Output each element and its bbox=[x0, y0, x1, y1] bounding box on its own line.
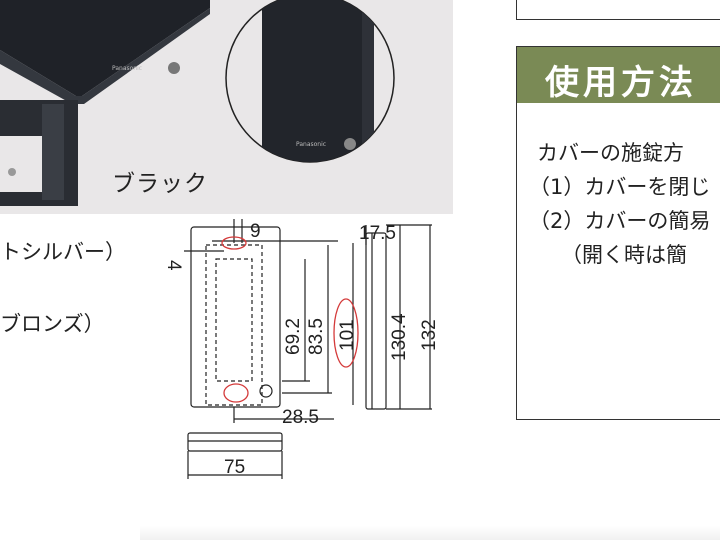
color-item-silver: トシルバー） bbox=[0, 240, 126, 264]
side-view-outline bbox=[365, 232, 387, 410]
bottom-view-outline bbox=[187, 432, 283, 452]
usage-line-4: （開く時は簡 bbox=[561, 243, 687, 267]
usage-header: 使用方法 bbox=[517, 47, 720, 103]
dimension-drawing: 9 17.5 4 69.2 83.5 101 130.4 132 28.5 75 bbox=[163, 219, 440, 479]
dim-top-offset: 4 bbox=[163, 260, 184, 271]
red-markings bbox=[221, 236, 359, 403]
brand-logo-text: Panasonic bbox=[112, 65, 142, 72]
front-view-box-dashed bbox=[215, 258, 253, 382]
usage-title: 使用方法 bbox=[545, 63, 697, 103]
dim-h-marked: 101 bbox=[337, 319, 358, 351]
usage-line-3: （2）カバーの簡易 bbox=[529, 209, 711, 233]
color-caption-black: ブラック bbox=[112, 171, 208, 197]
front-view-inner-dashed bbox=[205, 244, 263, 406]
screw-icon bbox=[8, 168, 16, 176]
lock-icon bbox=[168, 62, 180, 74]
open-cover-lid bbox=[0, 0, 210, 96]
dim-w-right: 28.5 bbox=[282, 407, 319, 428]
open-cover-hinge bbox=[42, 104, 64, 200]
dim-w-total: 75 bbox=[224, 457, 245, 478]
front-view-outline bbox=[190, 226, 281, 408]
dim-top-width: 9 bbox=[250, 221, 261, 242]
dim-h-inner: 69.2 bbox=[283, 318, 304, 355]
usage-section: 使用方法 カバーの施錠方 （1）カバーを閉じ （2）カバーの簡易 （開く時は簡 bbox=[516, 46, 720, 420]
dim-h-mid: 83.5 bbox=[306, 318, 327, 355]
svg-text:Panasonic: Panasonic bbox=[296, 141, 326, 148]
product-photo-panel: Panasonic Panasonic ブラック bbox=[0, 0, 453, 214]
usage-line-2: （1）カバーを閉じ bbox=[529, 175, 711, 199]
dim-h-side-outer: 132 bbox=[419, 319, 440, 351]
page-shadow bbox=[140, 526, 720, 540]
open-cover-lid-edge bbox=[0, 8, 210, 104]
color-item-bronze: ブロンズ） bbox=[0, 312, 105, 336]
usage-line-1: カバーの施錠方 bbox=[537, 141, 684, 165]
dim-side-depth: 17.5 bbox=[359, 223, 396, 244]
product-photo-graphic: Panasonic Panasonic bbox=[0, 0, 395, 206]
front-lock-icon bbox=[259, 384, 273, 398]
zoomed-cover: Panasonic bbox=[262, 0, 374, 162]
open-cover-cutout bbox=[0, 136, 44, 192]
previous-section-frame bbox=[516, 0, 720, 20]
dim-h-side-inner: 130.4 bbox=[389, 313, 410, 361]
